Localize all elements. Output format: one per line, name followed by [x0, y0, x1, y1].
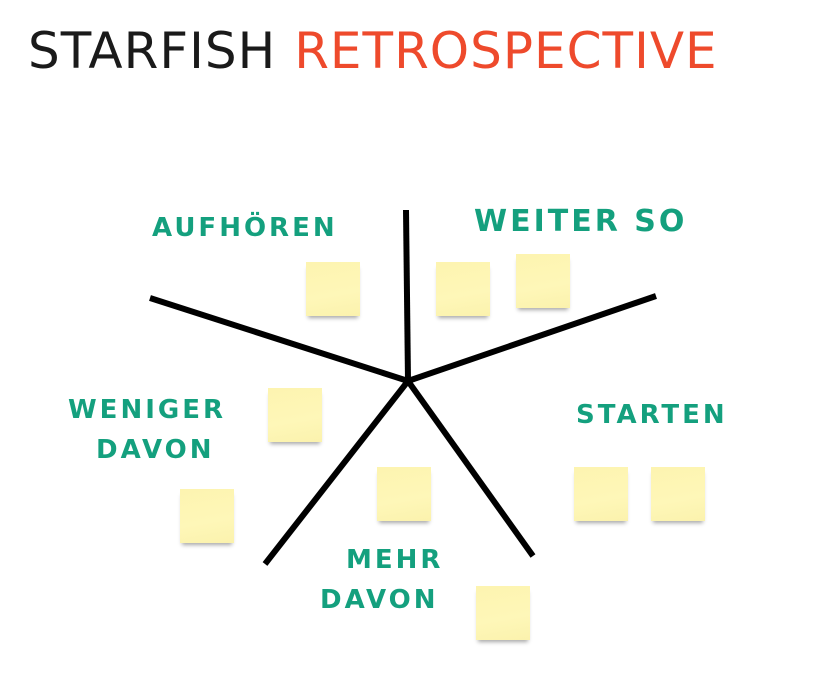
section-label-mehr-davon: MEHR DAVON — [320, 545, 444, 615]
sticky-note-starten-1[interactable] — [574, 467, 628, 521]
section-label-weniger-davon: WENIGER DAVON — [68, 395, 226, 465]
sticky-note-weniger-davon-1[interactable] — [268, 388, 322, 442]
sticky-note-weniger-davon-2[interactable] — [180, 489, 234, 543]
section-label-starten: STARTEN — [576, 400, 728, 430]
section-label-weiter-so: WEITER SO — [474, 204, 688, 239]
sticky-note-weiter-so-1[interactable] — [436, 262, 490, 316]
sticky-note-starten-2[interactable] — [651, 467, 705, 521]
title-starfish: STARFISH — [28, 22, 277, 80]
title-retrospective: RETROSPECTIVE — [294, 22, 718, 80]
starfish-arm-upper-left — [149, 295, 409, 384]
sticky-note-aufhoeren-1[interactable] — [306, 262, 360, 316]
page-title: STARFISH RETROSPECTIVE — [28, 22, 718, 80]
sticky-note-weiter-so-2[interactable] — [516, 254, 570, 308]
section-label-aufhoeren: AUFHÖREN — [152, 213, 338, 243]
starfish-arm-lower-right — [405, 379, 536, 558]
starfish-arm-lower-left — [262, 379, 411, 566]
sticky-note-mehr-davon-1[interactable] — [377, 467, 431, 521]
starfish-arm-top — [403, 209, 411, 382]
starfish-arm-upper-right — [407, 293, 657, 384]
sticky-note-mehr-davon-2[interactable] — [476, 586, 530, 640]
